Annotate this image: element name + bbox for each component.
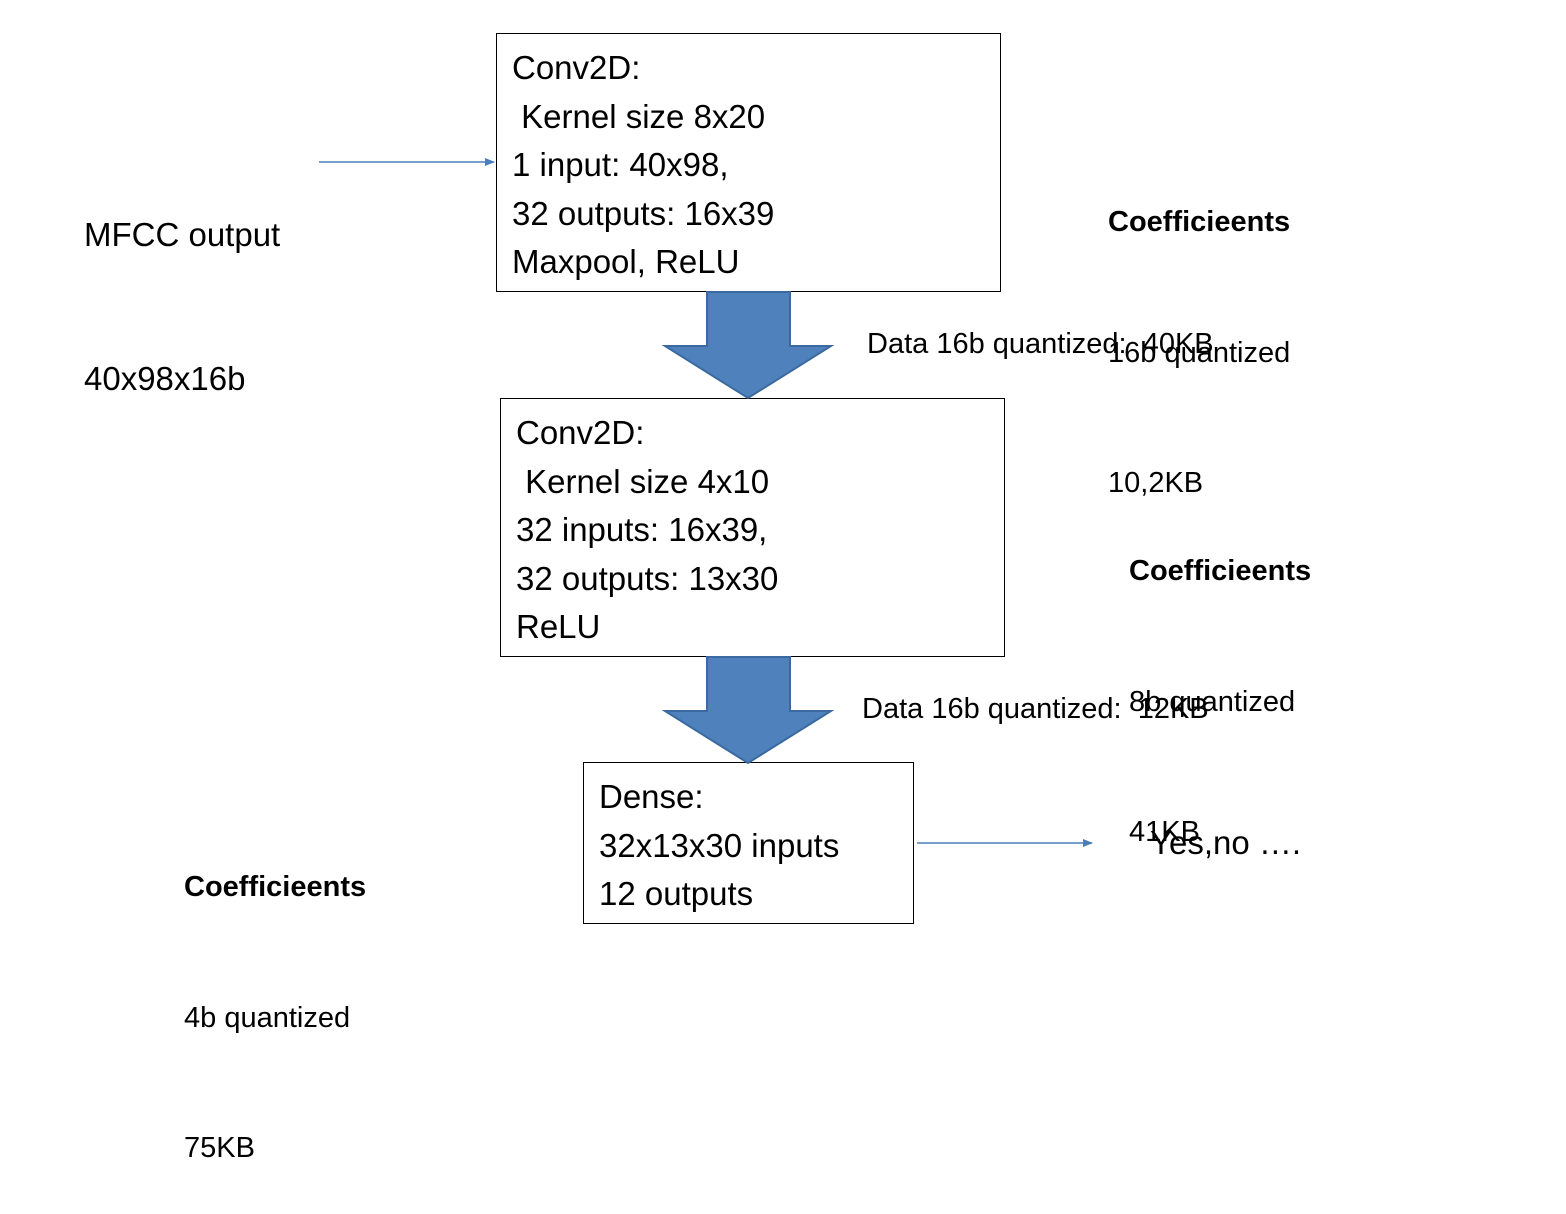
layer-1-line-3: 1 input: 40x98, xyxy=(512,146,729,183)
conv2d-layer-1-box: Conv2D: Kernel size 8x20 1 input: 40x98,… xyxy=(496,33,1001,292)
layer-2-line-3: 32 inputs: 16x39, xyxy=(516,511,768,548)
data-size-label-2: Data 16b quantized: 12KB xyxy=(862,693,1209,725)
dense-layer-box: Dense: 32x13x30 inputs 12 outputs xyxy=(583,762,914,924)
layer-2-line-4: 32 outputs: 13x30 xyxy=(516,559,779,597)
layer-2-line-2: Kernel size 4x10 xyxy=(516,462,770,500)
layer-3-line-3: 12 outputs xyxy=(599,875,754,912)
conv2d-layer-2-box: Conv2D: Kernel size 4x10 32 inputs: 16x3… xyxy=(500,398,1005,657)
arrows-layer xyxy=(319,158,1093,847)
input-label-line-1: MFCC output xyxy=(84,216,281,253)
layer-1-line-5: Maxpool, ReLU xyxy=(512,243,740,280)
layer-1-line-1: Conv2D: xyxy=(512,49,641,86)
coefficients-size-1: 10,2KB xyxy=(1108,467,1204,499)
data-size-label-1: Data 16b quantized: 40KB xyxy=(867,328,1214,360)
layer-3-line-1: Dense: xyxy=(599,778,704,815)
coefficients-quant-2: 8b quantized xyxy=(1129,685,1296,718)
coefficients-note-1: Coefficieents 16b quantized 10,2KB xyxy=(1108,114,1290,549)
coefficients-title-2: Coefficieents xyxy=(1129,555,1312,587)
coefficients-size-2: 41KB xyxy=(1129,816,1200,848)
input-label: MFCC output 40x98x16b xyxy=(84,115,280,451)
coefficients-note-2: Coefficieents 8b quantized 41KB xyxy=(1129,463,1311,898)
coefficients-title-3: Coefficieents xyxy=(184,871,367,903)
input-label-line-2: 40x98x16b xyxy=(84,360,246,397)
block-arrow-down-2 xyxy=(661,656,835,765)
coefficients-quant-1: 16b quantized xyxy=(1108,336,1291,369)
layer-3-line-2: 32x13x30 inputs xyxy=(599,826,840,864)
block-arrow-down-1 xyxy=(661,291,835,400)
coefficients-title-1: Coefficieents xyxy=(1108,206,1291,238)
layer-2-line-1: Conv2D: xyxy=(516,414,645,451)
layer-2-line-5: ReLU xyxy=(516,608,601,645)
coefficients-quant-3: 4b quantized xyxy=(184,1001,351,1034)
layer-1-line-2: Kernel size 8x20 xyxy=(512,97,766,135)
layer-1-line-4: 32 outputs: 16x39 xyxy=(512,194,775,232)
output-label: Yes,no …. xyxy=(1150,824,1302,861)
coefficients-size-3: 75KB xyxy=(184,1132,255,1164)
